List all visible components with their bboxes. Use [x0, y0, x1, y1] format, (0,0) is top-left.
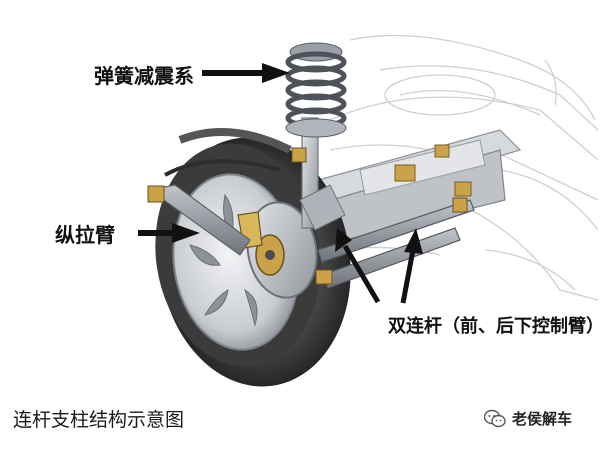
label-trailing-arm: 纵拉臂	[55, 223, 115, 247]
label-dual-links: 双连杆（前、后下控制臂）	[388, 316, 600, 337]
dual-lower-links	[315, 197, 475, 289]
arrow-spring	[202, 63, 290, 83]
arrow-trailing-arm	[138, 223, 200, 243]
caption: 连杆支柱结构示意图	[13, 409, 185, 431]
wechat-icon	[483, 409, 506, 427]
label-spring-damper: 弹簧减震系	[94, 64, 194, 88]
brake-disc	[237, 201, 318, 299]
spring-damper	[285, 42, 347, 231]
watermark-text: 老侯解车	[511, 410, 572, 428]
arrow-dual-link-2	[400, 228, 423, 304]
trailing-arm	[147, 184, 251, 256]
subframe	[298, 129, 522, 246]
arrow-dual-link-1	[335, 228, 381, 304]
watermark: 老侯解车	[483, 408, 572, 429]
